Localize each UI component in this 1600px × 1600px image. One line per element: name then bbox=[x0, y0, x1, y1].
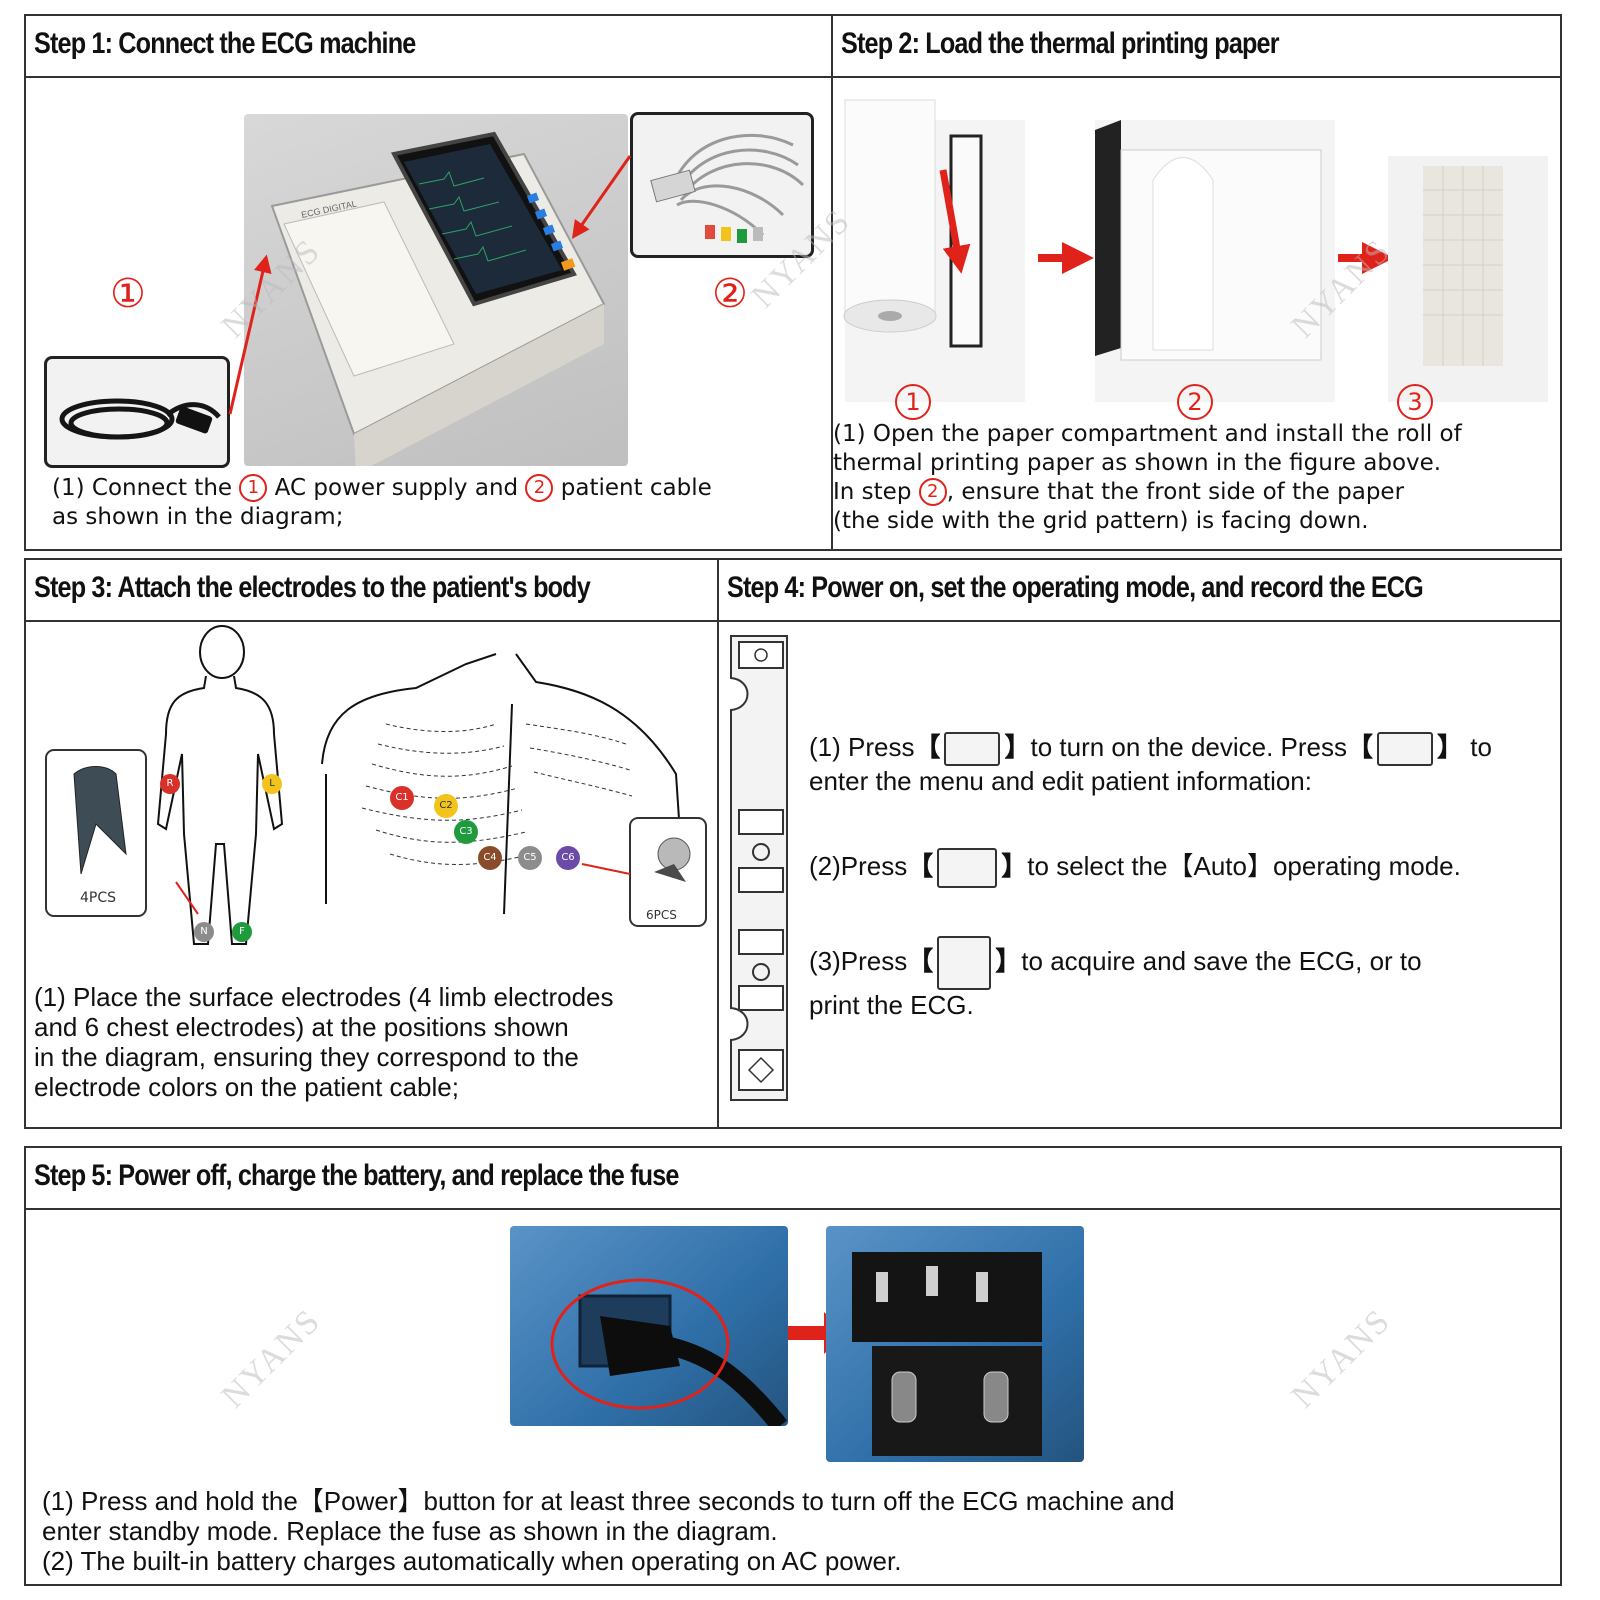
step2-title: Step 2: Load the thermal printing paper bbox=[841, 27, 1280, 60]
step1-marker-2: ② bbox=[712, 271, 748, 317]
electrode-C6: C6 bbox=[556, 846, 580, 870]
step2-label-1: 1 bbox=[895, 384, 931, 420]
inline-step2-marker: 2 bbox=[918, 478, 947, 506]
ecg-machine-illustration: ECG DIGITAL bbox=[270, 131, 606, 466]
electrode-placement-diagram bbox=[45, 625, 707, 945]
step5-panel: Step 5: Power off, charge the battery, a… bbox=[24, 1146, 1562, 1586]
electrode-R: R bbox=[160, 774, 180, 794]
electrode-F: F bbox=[232, 922, 252, 942]
electrode-C3: C3 bbox=[454, 820, 478, 844]
patient-cable-inset bbox=[630, 112, 814, 258]
step2-panel: Step 2: Load the thermal printing paper bbox=[831, 14, 1562, 551]
step1-panel: Step 1: Connect the ECG machine ECG DIGI… bbox=[24, 14, 833, 551]
inline-marker-1: 1 bbox=[239, 474, 268, 502]
step2-header: Step 2: Load the thermal printing paper bbox=[833, 16, 1560, 78]
power-plug-illustration bbox=[550, 1278, 788, 1426]
strip-mode-key bbox=[738, 985, 784, 1011]
step4-title: Step 4: Power on, set the operating mode… bbox=[727, 571, 1424, 604]
step4-panel: Step 4: Power on, set the operating mode… bbox=[717, 558, 1562, 1129]
step2-label-2: 2 bbox=[1177, 384, 1213, 420]
electrode-C1: C1 bbox=[390, 786, 414, 810]
strip-down-key bbox=[738, 929, 784, 955]
power-plug-photo bbox=[510, 1226, 788, 1426]
electrode-C4: C4 bbox=[478, 846, 502, 870]
step3-header: Step 3: Attach the electrodes to the pat… bbox=[26, 560, 717, 622]
limb-count-label: 4PCS bbox=[80, 890, 117, 906]
step3-panel: Step 3: Attach the electrodes to the pat… bbox=[24, 558, 719, 1129]
step1-description: (1) Connect the 1 AC power supply and 2 … bbox=[52, 474, 712, 530]
step1-header: Step 1: Connect the ECG machine bbox=[26, 16, 831, 78]
step2-description: (1) Open the paper compartment and insta… bbox=[833, 421, 1462, 534]
paper-loading-illustration bbox=[843, 99, 1548, 402]
strip-menu-key bbox=[738, 809, 784, 835]
step4-header: Step 4: Power on, set the operating mode… bbox=[719, 560, 1560, 622]
power-cable-illustration bbox=[59, 398, 221, 440]
power-key-icon bbox=[944, 732, 1001, 767]
fuse-compartment-illustration bbox=[852, 1252, 1042, 1456]
step3-description: (1) Place the surface electrodes (4 limb… bbox=[34, 982, 614, 1102]
strip-start-key bbox=[738, 1049, 784, 1091]
electrode-N: N bbox=[194, 922, 214, 942]
strip-power-key bbox=[738, 641, 784, 669]
electrode-C2: C2 bbox=[434, 794, 458, 818]
patient-cable-illustration bbox=[650, 133, 805, 243]
strip-up-key bbox=[738, 867, 784, 893]
step5-description: (1) Press and hold the【Power】button for … bbox=[42, 1486, 1175, 1576]
fuse-compartment-photo bbox=[826, 1226, 1084, 1462]
start-key-icon bbox=[937, 936, 992, 990]
step1-marker-1: ① bbox=[110, 271, 146, 317]
step2-label-3: 3 bbox=[1397, 384, 1433, 420]
electrode-C5: C5 bbox=[518, 846, 542, 870]
menu-key-icon bbox=[1377, 732, 1434, 767]
mode-key-icon bbox=[937, 848, 998, 888]
power-cable-inset bbox=[44, 356, 230, 468]
electrode-L: L bbox=[262, 774, 282, 794]
inline-marker-2: 2 bbox=[525, 474, 554, 502]
step5-title: Step 5: Power off, charge the battery, a… bbox=[34, 1159, 679, 1192]
key-strip bbox=[730, 635, 788, 1101]
ecg-machine-photo: ECG DIGITAL bbox=[244, 114, 628, 466]
step1-title: Step 1: Connect the ECG machine bbox=[34, 27, 416, 60]
step3-title: Step 3: Attach the electrodes to the pat… bbox=[34, 571, 591, 604]
step4-instruction-2: (2)Press【】to select the【Auto】operating m… bbox=[809, 848, 1461, 888]
step5-header: Step 5: Power off, charge the battery, a… bbox=[26, 1148, 1560, 1210]
step4-instruction-1: (1) Press【】to turn on the device. Press【… bbox=[809, 732, 1492, 797]
step4-instruction-3: (3)Press【】to acquire and save the ECG, o… bbox=[809, 936, 1422, 1020]
chest-count-label: 6PCS bbox=[646, 908, 677, 922]
